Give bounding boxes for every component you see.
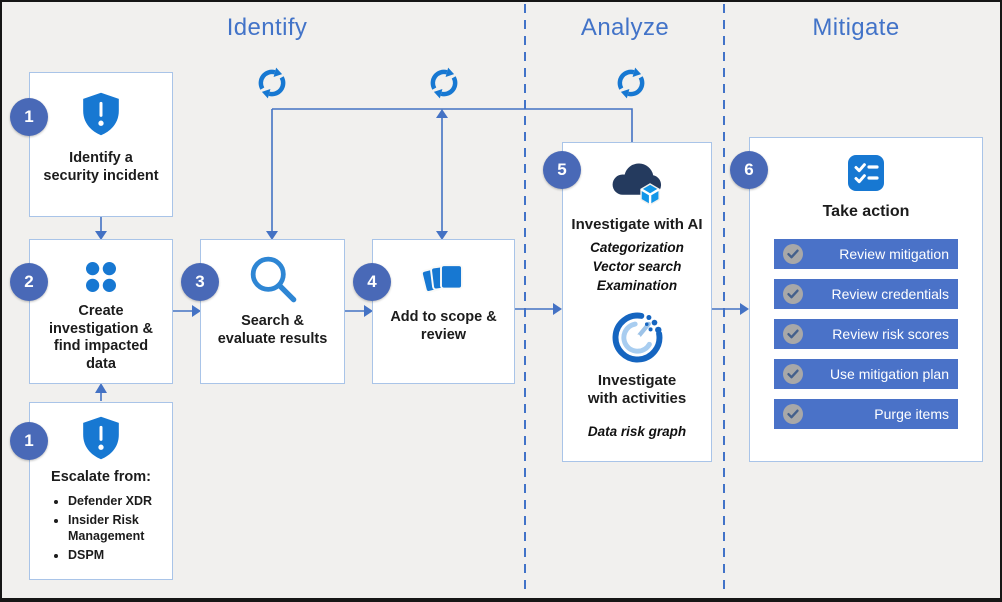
step-box-add-scope-review: 4 Add to scope & review bbox=[353, 239, 515, 384]
action-button-list: Review mitigation Review credentials Rev… bbox=[774, 238, 958, 429]
action-button-label: Review credentials bbox=[831, 285, 950, 302]
phase-header-mitigate: Mitigate bbox=[812, 14, 900, 41]
investigate-activities-title: Investigate with activities bbox=[587, 372, 687, 408]
step-title: Escalate from: bbox=[51, 469, 151, 485]
step-number-badge: 4 bbox=[353, 263, 391, 301]
checklist-icon bbox=[848, 155, 884, 191]
layers-stack-icon bbox=[420, 264, 463, 293]
step-number-badge: 6 bbox=[730, 151, 768, 189]
action-button-label: Review mitigation bbox=[839, 245, 949, 262]
use-mitigation-plan-button[interactable]: Use mitigation plan bbox=[774, 358, 958, 389]
step-number-badge: 2 bbox=[10, 263, 48, 301]
shield-alert-icon bbox=[83, 416, 119, 460]
step-number-badge: 5 bbox=[543, 151, 581, 189]
check-circle-icon bbox=[783, 323, 803, 344]
detail-line: Categorization bbox=[590, 240, 684, 256]
action-button-label: Use mitigation plan bbox=[829, 365, 949, 382]
shield-alert-icon bbox=[83, 92, 119, 136]
step-box-escalate-from: 1 Escalate from: Defender XDR Insider Ri… bbox=[10, 402, 173, 580]
investigate-ai-details: Categorization Vector search Examination bbox=[590, 239, 684, 295]
check-circle-icon bbox=[783, 243, 803, 264]
investigate-activities-detail: Data risk graph bbox=[587, 423, 687, 439]
list-item: Defender XDR bbox=[68, 493, 160, 509]
phase-divider-analyze bbox=[524, 4, 526, 596]
detail-line: Vector search bbox=[592, 258, 682, 274]
step-title: Add to scope & review bbox=[390, 309, 497, 343]
step-number-badge: 3 bbox=[181, 263, 219, 301]
sync-arrows-icon bbox=[427, 66, 461, 100]
cloud-ai-cube-icon bbox=[612, 163, 662, 206]
take-action-title: Take action bbox=[822, 203, 910, 220]
check-circle-icon bbox=[783, 283, 803, 304]
list-item: DSPM bbox=[68, 547, 160, 563]
list-item: Insider Risk Management bbox=[68, 512, 160, 545]
investigate-ai-title: Investigate with AI bbox=[571, 216, 703, 233]
phase-header-analyze: Analyze bbox=[580, 14, 670, 41]
action-button-label: Purge items bbox=[874, 405, 949, 422]
check-circle-icon bbox=[783, 363, 803, 384]
step-title: Search & evaluate results bbox=[217, 313, 328, 347]
step-box-identify-incident: 1 Identify a security incident bbox=[10, 72, 173, 217]
step-box-create-investigation: 2 Create investigation & find impacted d… bbox=[10, 239, 173, 384]
grid-dots-icon bbox=[86, 262, 116, 292]
step-number-badge: 1 bbox=[10, 422, 48, 460]
escalate-source-list: Defender XDR Insider Risk Management DSP… bbox=[42, 493, 160, 567]
purge-items-button[interactable]: Purge items bbox=[774, 398, 958, 429]
sync-arrows-icon bbox=[255, 66, 289, 100]
detail-line: Examination bbox=[596, 277, 678, 293]
sync-arrows-icon bbox=[614, 66, 648, 100]
action-button-label: Review risk scores bbox=[832, 325, 949, 342]
activity-gauge-icon bbox=[612, 312, 662, 363]
phase-header-identify: Identify bbox=[226, 14, 308, 41]
check-circle-icon bbox=[783, 403, 803, 424]
search-icon bbox=[250, 256, 296, 303]
step-title: Identify a security incident bbox=[43, 150, 159, 184]
step-box-take-action: 6 Take action Review mitigation bbox=[730, 137, 983, 462]
step-box-investigate: 5 Investigate with AI Categorization Vec… bbox=[543, 142, 712, 462]
review-credentials-button[interactable]: Review credentials bbox=[774, 278, 958, 309]
step-title: Create investigation & find impacted dat… bbox=[49, 303, 153, 373]
review-risk-scores-button[interactable]: Review risk scores bbox=[774, 318, 958, 349]
step-number-badge: 1 bbox=[10, 98, 48, 136]
phase-divider-mitigate bbox=[723, 4, 725, 596]
review-mitigation-button[interactable]: Review mitigation bbox=[774, 238, 958, 269]
step-box-search-evaluate: 3 Search & evaluate results bbox=[181, 239, 345, 384]
